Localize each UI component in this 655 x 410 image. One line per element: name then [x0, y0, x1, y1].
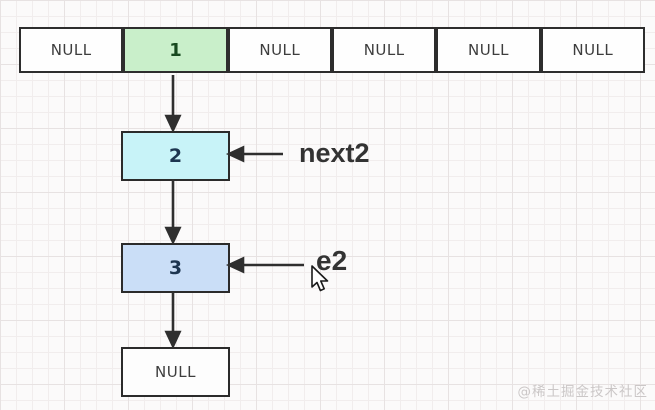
arrow-e2-pointer — [225, 256, 304, 274]
e2-label: e2 — [316, 245, 348, 276]
chain-node-null: NULL — [121, 347, 230, 397]
bucket-cell-4: NULL — [436, 27, 541, 73]
next2-label: next2 — [299, 138, 370, 168]
arrow-node2-to-node3 — [164, 179, 182, 246]
bucket-cell-1-occupied: 1 — [123, 27, 228, 73]
arrow-next2-pointer — [225, 145, 283, 163]
bucket-array: NULL 1 NULL NULL NULL NULL — [19, 27, 645, 73]
watermark-text: @稀土掘金技术社区 — [517, 384, 648, 400]
bucket-cell-5: NULL — [540, 27, 645, 73]
arrow-node3-to-null — [164, 292, 182, 350]
bucket-cell-0: NULL — [19, 27, 124, 73]
arrow-bucket-to-node2 — [164, 75, 182, 134]
bucket-cell-2: NULL — [227, 27, 332, 73]
bucket-cell-3: NULL — [331, 27, 437, 73]
chain-node-2: 2 — [121, 131, 230, 181]
chain-node-3: 3 — [121, 243, 230, 293]
